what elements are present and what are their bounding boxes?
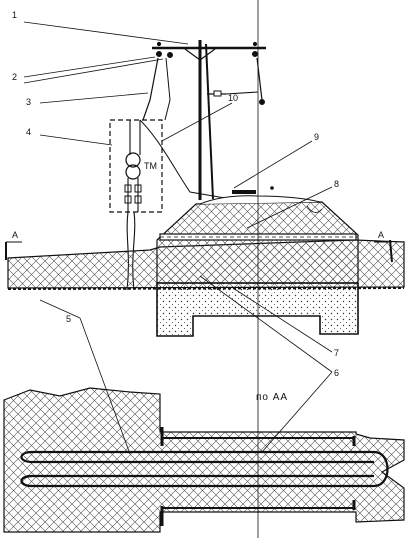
foundation [156,282,359,337]
leader-lines [23,21,333,455]
equipment-body [156,186,359,284]
section-letter-left: А [12,230,18,240]
callout-8: 8 [334,179,339,189]
section-letter-right: А [378,230,384,240]
callout-9: 9 [314,132,319,142]
section-marker-right: А [374,230,393,263]
section-marker-left: А [5,230,22,260]
transformer-label: ТМ [144,161,157,171]
callout-2: 2 [12,72,17,82]
plan-title: по АА [256,392,288,403]
callout-6: 6 [334,368,339,378]
callout-10: 10 [228,93,238,103]
plan-view [3,387,405,533]
callout-5: 5 [66,314,71,324]
callouts: 1 2 3 4 5 6 7 8 9 10 [12,10,339,378]
callout-3: 3 [26,97,31,107]
callout-1: 1 [12,10,17,20]
callout-7: 7 [334,348,339,358]
overhead-line-pole [139,40,266,200]
callout-4: 4 [26,127,31,137]
